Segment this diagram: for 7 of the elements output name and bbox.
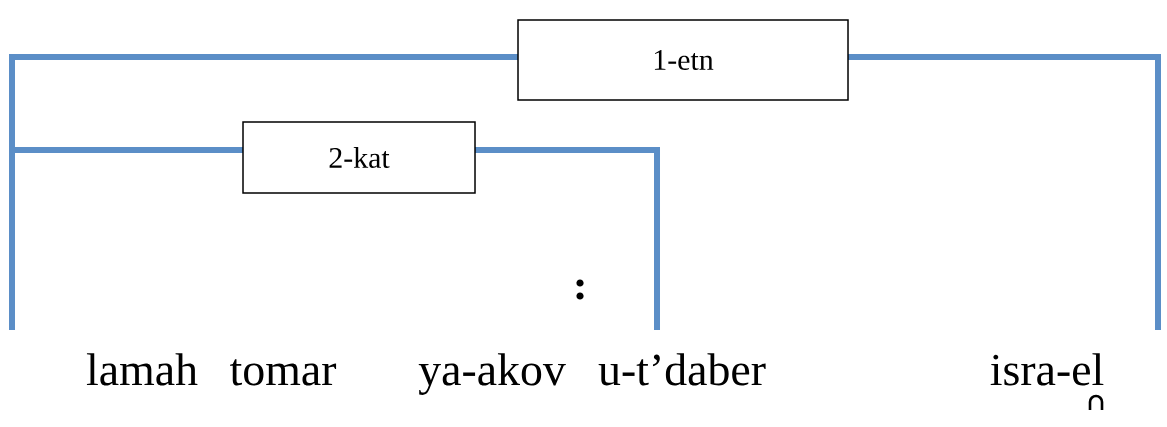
word: ya-akov [418, 353, 566, 395]
label-box: 1-etn [517, 19, 849, 101]
word: tomar [230, 359, 337, 386]
word: isra-el [990, 353, 1104, 386]
label-box: 2-kat [242, 121, 476, 194]
word: u-t’daber [598, 353, 766, 386]
word: lamah [86, 353, 198, 386]
